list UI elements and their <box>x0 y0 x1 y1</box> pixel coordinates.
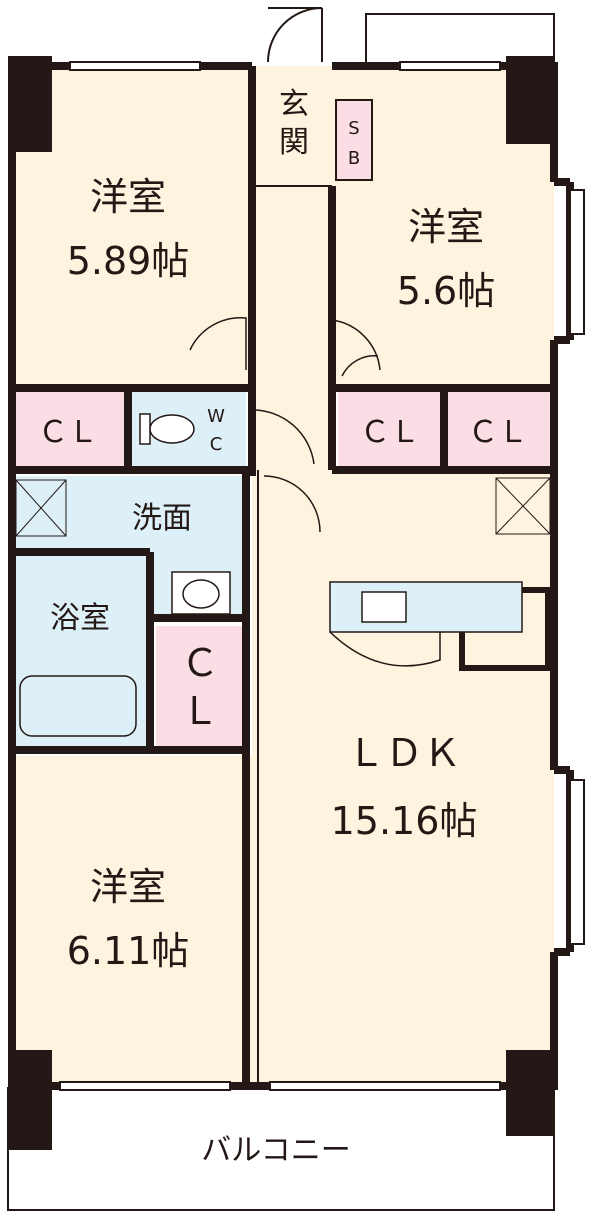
bedroom-top-left-label: 洋室 5.89帖 <box>67 175 190 283</box>
bedroom-top-right-label: 洋室 5.6帖 <box>397 205 495 313</box>
closet-center-line-2: Ｌ <box>181 689 219 733</box>
closet-right-2-floor <box>448 392 552 466</box>
vent-marks <box>15 477 551 537</box>
wash-basin <box>171 571 231 615</box>
bedroom-bottom-left-name: 洋室 <box>90 865 166 909</box>
ldk-floor <box>252 470 554 1088</box>
balcony-area <box>7 1087 555 1211</box>
bathroom-label: 浴室 <box>50 601 110 636</box>
kitchen-counter <box>329 581 551 671</box>
hallway-floor <box>252 186 332 476</box>
closet-right-1-floor <box>338 392 440 466</box>
door-swings <box>189 317 381 533</box>
closet-center-line-1: Ｃ <box>181 641 219 685</box>
shoe-box-line-2: B <box>348 148 360 169</box>
wc-label: W C <box>207 406 225 455</box>
entrance-label: 玄 関 <box>279 87 309 160</box>
shoe-box-label: S B <box>348 118 360 169</box>
ldk-label: ＬＤＫ 15.16帖 <box>331 731 478 843</box>
bathtub <box>19 675 137 737</box>
entrance-floor <box>252 66 336 186</box>
shoe-box-line-1: S <box>348 118 359 139</box>
entrance-name-2: 関 <box>279 125 309 160</box>
shoe-box-floor <box>335 99 373 181</box>
entrance-name-1: 玄 <box>279 87 309 122</box>
balcony-label: バルコニー <box>201 1133 350 1168</box>
toilet <box>139 413 195 445</box>
closet-center-label: Ｃ Ｌ <box>181 641 219 733</box>
bedroom-bottom-left-floor <box>12 756 252 1088</box>
wc-line-2: C <box>210 434 223 455</box>
closet-right-2-label: ＣＬ <box>468 415 528 450</box>
entrance-door <box>267 7 323 63</box>
closet-center-floor <box>156 626 244 750</box>
thin-walls <box>252 185 332 1086</box>
closet-right-1-label: ＣＬ <box>360 415 420 450</box>
closet-left-floor <box>12 392 124 466</box>
bedroom-top-right-size: 5.6帖 <box>397 269 495 313</box>
bedroom-top-left-size: 5.89帖 <box>67 239 190 283</box>
bedroom-top-right-name: 洋室 <box>408 205 484 249</box>
closet-left-label: ＣＬ <box>38 415 98 450</box>
ldk-size: 15.16帖 <box>331 799 478 843</box>
washroom-label: 洗面 <box>132 501 192 536</box>
ldk-name: ＬＤＫ <box>347 731 461 775</box>
columns <box>8 56 554 1150</box>
bedroom-top-left-name: 洋室 <box>90 175 166 219</box>
bedroom-bottom-left-label: 洋室 6.11帖 <box>67 865 190 973</box>
porch-rail <box>365 13 555 62</box>
windows <box>59 61 585 1091</box>
wc-line-1: W <box>207 406 225 427</box>
bedroom-bottom-left-size: 6.11帖 <box>67 929 190 973</box>
